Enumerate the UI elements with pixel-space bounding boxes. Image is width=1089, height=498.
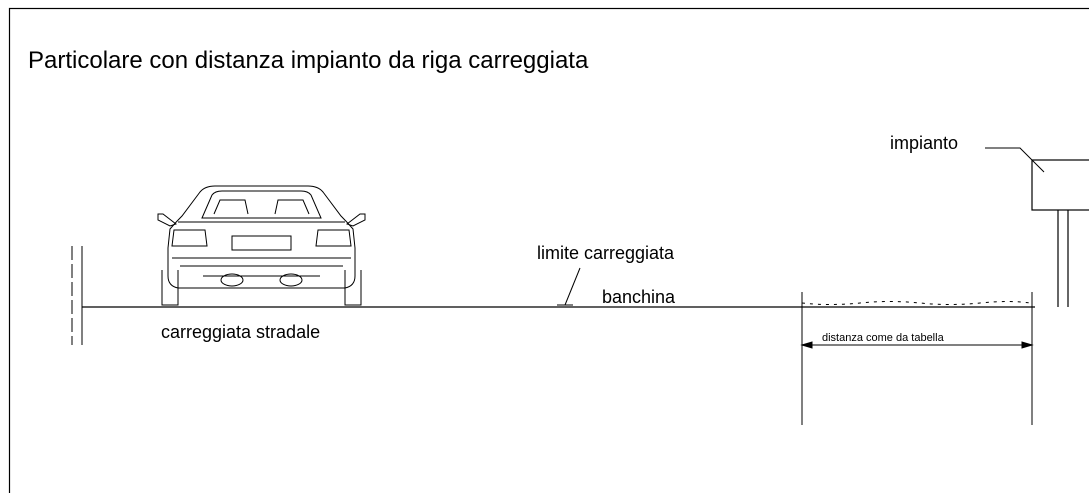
distance-dimension (802, 292, 1032, 425)
car-rear-view (158, 186, 365, 305)
label-plant: impianto (890, 133, 958, 153)
plant-structure (1032, 160, 1089, 307)
lane-limit-marker (557, 268, 580, 305)
label-distance: distanza come da tabella (822, 332, 945, 344)
drawing-title: Particolare con distanza impianto da rig… (28, 47, 589, 74)
label-shoulder: banchina (602, 287, 676, 307)
road-edge-marker (72, 246, 82, 345)
shoulder-edge (802, 302, 1030, 305)
label-roadway: carreggiata stradale (161, 322, 320, 342)
label-lane-limit: limite carreggiata (537, 243, 675, 263)
